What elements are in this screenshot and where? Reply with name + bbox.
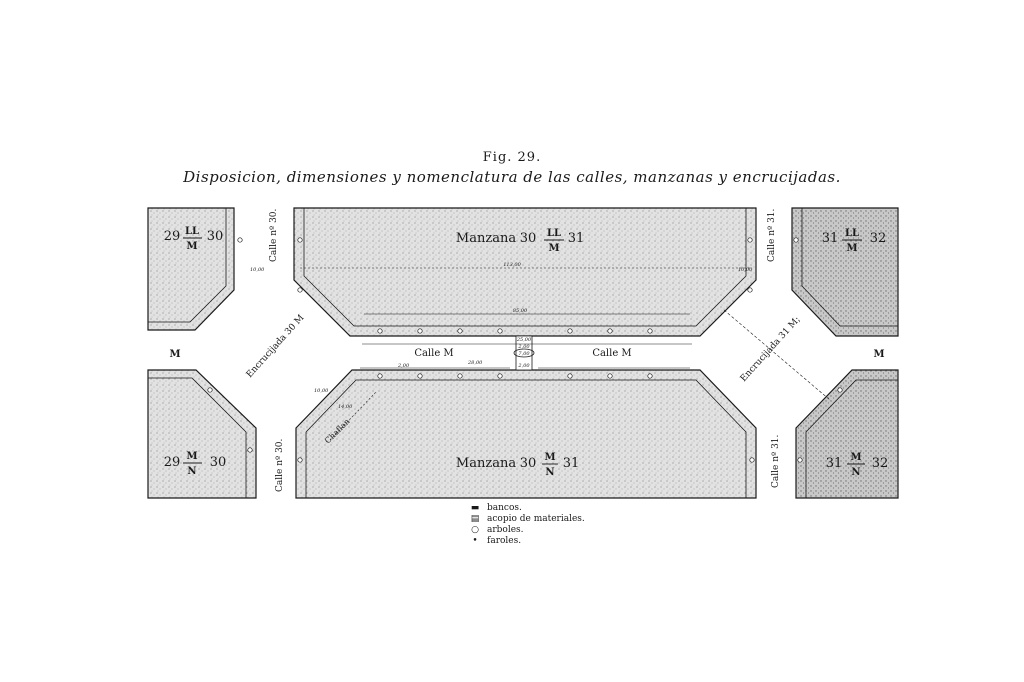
material-stockpile-icon: ▤: [470, 514, 480, 524]
br-right: 32: [872, 456, 889, 471]
block-top-left: [147, 207, 235, 331]
encrucijada-left: Encrucijada 30 M: [245, 313, 307, 380]
m-right: M: [873, 349, 884, 360]
figure-title: Fig. 29.: [482, 150, 542, 165]
figure-subtitle: Disposicion, dimensiones y nomenclatura …: [183, 168, 841, 186]
bench-icon: ▬: [470, 503, 480, 513]
tree-icon: ○: [471, 525, 479, 535]
tc-den: M: [548, 243, 559, 254]
block-labels: 29 LL M 30 Manzana 30 LL M 31 31 LL M 32…: [164, 226, 889, 478]
dim-14: 14,00: [338, 404, 353, 410]
dim-2c: 2,00: [397, 363, 410, 369]
tl-right: 30: [207, 229, 224, 244]
tc-right: 31: [568, 231, 585, 246]
block-bottom-center: [295, 369, 757, 499]
tl-num: LL: [185, 226, 199, 237]
dim-113: 113,00: [503, 262, 521, 268]
dim-10-bl: 10,00: [314, 388, 329, 394]
block-bottom-right: [795, 369, 899, 499]
legend-item-material: ▤ acopio de materiales.: [468, 514, 585, 525]
block-top-center: [293, 207, 757, 337]
tr-left: 31: [822, 231, 839, 246]
bc-num: M: [544, 452, 555, 463]
bc-den: N: [545, 467, 554, 478]
br-left: 31: [826, 456, 843, 471]
legend-label: bancos.: [487, 503, 522, 513]
dim-2a: 2,00: [517, 344, 530, 350]
dim-85: 85,00: [513, 308, 528, 314]
bl-right: 30: [210, 455, 227, 470]
tree-markers: [207, 237, 843, 463]
tl-den: M: [186, 241, 197, 252]
bl-den: N: [187, 466, 196, 477]
legend-item-lamp: • faroles.: [468, 536, 585, 547]
block-bottom-left: [147, 369, 257, 499]
dim-25: 25,00: [516, 337, 532, 343]
bl-left: 29: [164, 455, 181, 470]
bc-prefix: Manzana: [456, 456, 516, 471]
lamp-icon: •: [472, 536, 478, 546]
legend-label: acopio de materiales.: [487, 514, 585, 524]
calle-30-top: Calle nº 30.: [269, 208, 279, 262]
calle-30-bottom: Calle nº 30.: [275, 438, 285, 492]
bc-right: 31: [563, 456, 580, 471]
encrucijada-right: Encrucijada 31 M;: [739, 315, 803, 384]
tc-left: 30: [520, 231, 537, 246]
dim-2b: 2,00: [517, 363, 530, 369]
legend-item-bench: ▬ bancos.: [468, 503, 585, 514]
m-left: M: [169, 349, 180, 360]
tc-num: LL: [547, 228, 561, 239]
tr-right: 32: [870, 231, 887, 246]
calle-m-left: Calle M: [414, 348, 453, 359]
dim-10-tl: 10,00: [250, 267, 265, 273]
br-num: M: [850, 452, 861, 463]
bl-num: M: [186, 451, 197, 462]
block-top-right: [791, 207, 899, 337]
tr-num: LL: [845, 228, 859, 239]
calle-31-top: Calle nº 31.: [767, 208, 777, 262]
legend-label: faroles.: [487, 536, 522, 546]
tl-left: 29: [164, 229, 181, 244]
dim-28: 28,00: [467, 360, 483, 366]
calle-31-bottom: Calle nº 31.: [771, 434, 781, 488]
legend-item-tree: ○ arboles.: [468, 525, 585, 536]
dim-10-tr: 10,00: [738, 267, 753, 273]
bc-left: 30: [520, 456, 537, 471]
tc-prefix: Manzana: [456, 231, 516, 246]
br-den: N: [851, 467, 860, 478]
central-island: [513, 335, 535, 371]
tr-den: M: [846, 243, 857, 254]
calle-m-right: Calle M: [592, 348, 631, 359]
dim-7: 7,00: [518, 351, 530, 357]
legend: ▬ bancos. ▤ acopio de materiales. ○ arbo…: [468, 503, 585, 547]
legend-label: arboles.: [487, 525, 524, 535]
dimension-labels: 10,00 10,00 113,00 85,00 25,00 2,00 7,00…: [250, 262, 753, 410]
dimension-lines: [300, 267, 831, 441]
